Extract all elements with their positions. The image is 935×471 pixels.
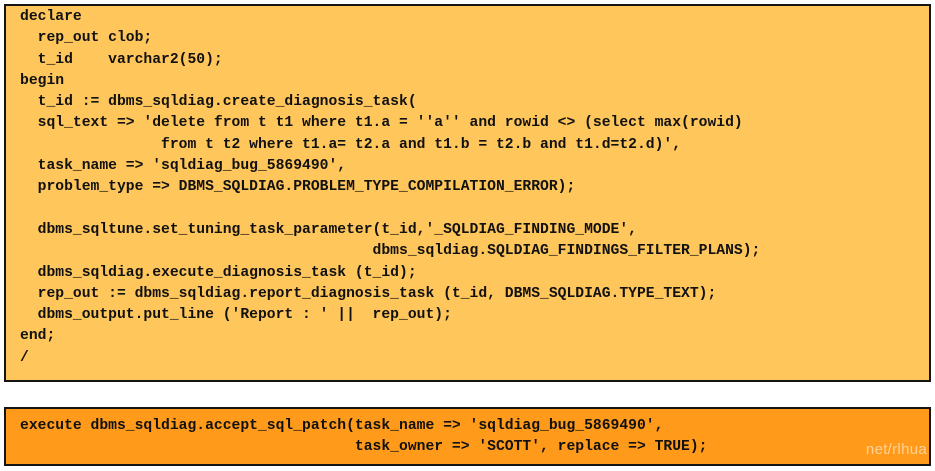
code-line: dbms_sqldiag.SQLDIAG_FINDINGS_FILTER_PLA… bbox=[20, 243, 761, 260]
code-line: t_id varchar2(50); bbox=[20, 51, 223, 68]
code-line: rep_out := dbms_sqldiag.report_diagnosis… bbox=[20, 285, 717, 302]
code-line: t_id := dbms_sqldiag.create_diagnosis_ta… bbox=[20, 94, 417, 111]
code-line: / bbox=[20, 349, 29, 366]
diagnosis-code-block: declare rep_out clob; t_id varchar2(50);… bbox=[4, 4, 931, 382]
accept-patch-code-block: execute dbms_sqldiag.accept_sql_patch(ta… bbox=[4, 407, 931, 466]
code-line: from t t2 where t1.a= t2.a and t1.b = t2… bbox=[20, 136, 682, 153]
code-line: end; bbox=[20, 328, 56, 345]
code-line: task_owner => 'SCOTT', replace => TRUE); bbox=[20, 439, 708, 456]
code-line: rep_out clob; bbox=[20, 30, 153, 47]
watermark: net/rlhua bbox=[865, 441, 927, 458]
code-line: dbms_output.put_line ('Report : ' || rep… bbox=[20, 307, 452, 324]
code-line: problem_type => DBMS_SQLDIAG.PROBLEM_TYP… bbox=[20, 179, 576, 196]
code-line: begin bbox=[20, 72, 65, 89]
code-line: declare bbox=[20, 9, 82, 25]
code-line: task_name => 'sqldiag_bug_5869490', bbox=[20, 158, 347, 175]
code-line bbox=[20, 199, 929, 220]
code-line: sql_text => 'delete from t t1 where t1.a… bbox=[20, 115, 743, 132]
code-line: execute dbms_sqldiag.accept_sql_patch(ta… bbox=[20, 418, 664, 434]
code-line: dbms_sqltune.set_tuning_task_parameter(t… bbox=[20, 221, 637, 238]
code-line: dbms_sqldiag.execute_diagnosis_task (t_i… bbox=[20, 264, 417, 281]
